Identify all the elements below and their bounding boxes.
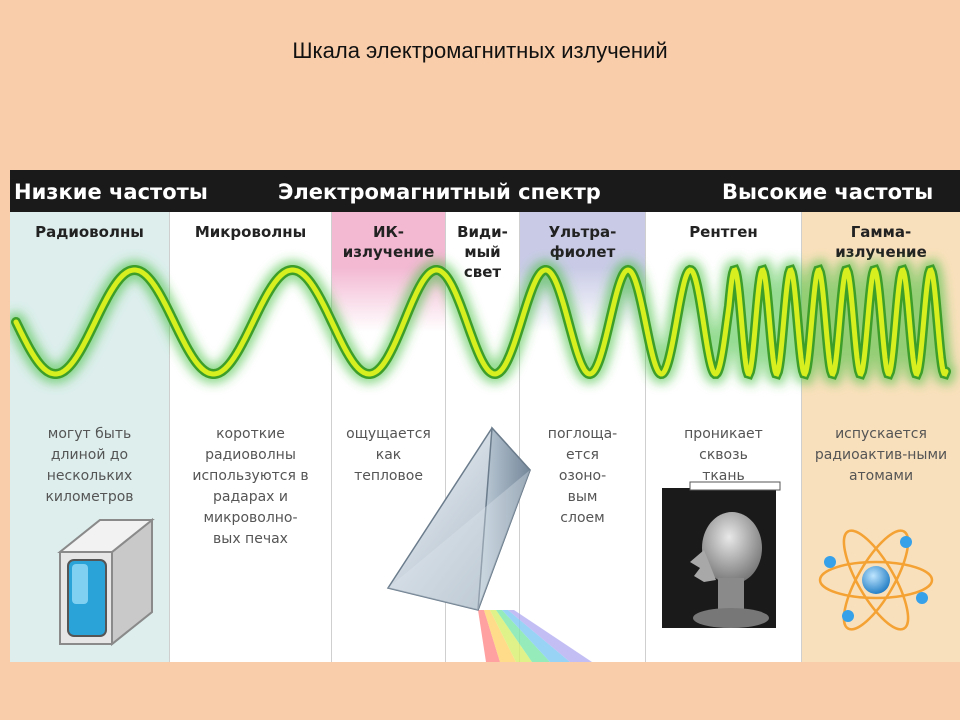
spectrum-label: Электромагнитный спектр	[278, 180, 601, 204]
atom-icon	[818, 529, 934, 631]
column-title: Радиоволны	[35, 223, 144, 241]
column-desc: ощущается как тепловое	[346, 426, 431, 484]
wave-line	[13, 267, 949, 377]
column-desc: проникает сквозь ткань	[684, 426, 763, 484]
spectrum-figure: Низкие частоты Электромагнитный спектр В…	[10, 170, 960, 662]
header-band: Низкие частоты Электромагнитный спектр В…	[10, 170, 960, 212]
column-micro: Микроволны короткие радиоволны использую…	[170, 212, 332, 662]
column-title: Гамма-излучение	[835, 223, 927, 261]
low-frequency-label: Низкие частоты	[14, 180, 208, 204]
xray-head-icon	[662, 481, 781, 628]
tv-screen-icon	[57, 517, 155, 647]
column-title: Ультра-фиолет	[548, 223, 617, 261]
column-desc: могут быть длиной до нескольких километр…	[45, 426, 134, 505]
high-frequency-label: Высокие частоты	[722, 180, 934, 204]
prism-icon	[386, 426, 531, 611]
slide-title: Шкала электромагнитных излучений	[292, 38, 668, 63]
column-desc: испускается радиоактив-ными атомами	[814, 426, 948, 484]
column-desc: поглоща-ется озоно-вым слоем	[547, 426, 618, 526]
column-title: ИК-излучение	[342, 223, 435, 261]
spectrum-rays	[478, 610, 592, 662]
illustration-layer	[10, 258, 956, 662]
column-title: Микроволны	[194, 223, 307, 241]
column-desc: короткие радиоволны используются в радар…	[192, 426, 309, 547]
column-title: Рентген	[689, 223, 758, 241]
column-title: Види-мый свет	[457, 223, 508, 281]
